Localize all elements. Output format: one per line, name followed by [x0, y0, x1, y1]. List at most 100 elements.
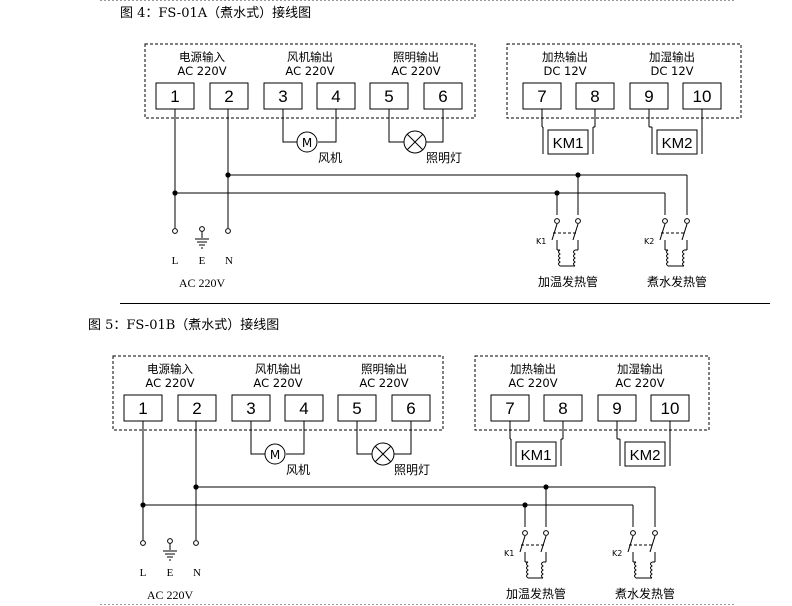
terminal-number: 2 [192, 399, 201, 418]
terminal-number: 7 [505, 399, 514, 418]
terminal-box [597, 394, 637, 422]
relay-label: KM2 [662, 135, 693, 152]
group-spec: AC 220V [145, 376, 194, 390]
contact-label: K2 [612, 549, 622, 558]
terminal-number: 4 [299, 399, 308, 418]
terminal-number: 10 [693, 87, 712, 106]
terminal-number: 3 [246, 399, 255, 418]
terminal-open-circle [543, 530, 549, 536]
motor-letter: M [270, 448, 280, 462]
switch-blade [572, 223, 579, 241]
group-name: 风机输出 [255, 362, 301, 376]
terminal-number: 4 [331, 87, 340, 106]
relay-group-enclosure [474, 355, 710, 431]
terminal-box [369, 82, 409, 110]
terminal-number: 8 [590, 87, 599, 106]
terminal-open-circle [652, 530, 658, 536]
contact-label: K1 [536, 237, 546, 246]
fan-wire [282, 109, 297, 143]
terminal-number: 3 [278, 87, 287, 106]
group-name: 电源输入 [179, 50, 225, 64]
switch-blade [540, 535, 547, 553]
group-spec: DC 12V [650, 64, 693, 78]
terminal-box [543, 394, 583, 422]
relay-coil-box [624, 441, 666, 467]
terminal-number: 5 [384, 87, 393, 106]
heater-coil [666, 249, 669, 267]
switch-blade [627, 535, 634, 553]
terminal-number: 7 [537, 87, 546, 106]
heater-coil [650, 561, 653, 579]
terminal-open-circle [193, 540, 199, 546]
junction-dot [225, 172, 231, 178]
terminal-number: 8 [558, 399, 567, 418]
terminal-box [629, 82, 669, 110]
group-spec: DC 12V [543, 64, 586, 78]
power-terminal-label: L [140, 567, 147, 579]
group-name: 风机输出 [287, 50, 333, 64]
fan-label: 风机 [286, 463, 310, 477]
heater2-label: 煮水发热管 [615, 586, 675, 601]
terminal-box [316, 82, 356, 110]
contact-label: K1 [504, 549, 514, 558]
power-spec: AC 220V [179, 276, 226, 290]
power-terminal-label: E [199, 255, 206, 267]
terminal-box [391, 394, 431, 422]
terminal-number: 1 [170, 87, 179, 106]
terminal-open-circle [554, 218, 560, 224]
group-spec: AC 220V [253, 376, 302, 390]
junction-dot [172, 190, 178, 196]
power-terminal-label: L [172, 255, 179, 267]
terminal-open-circle [522, 530, 528, 536]
switch-blade [519, 535, 526, 553]
terminal-box [490, 394, 530, 422]
group-name: 加热输出 [542, 50, 588, 64]
group-name: 加热输出 [510, 362, 556, 376]
diagram-title: 图 5：FS-01B（煮水式）接线图 [88, 317, 279, 333]
group-spec: AC 220V [615, 376, 664, 390]
fan-wire [286, 421, 305, 455]
terminal-number: 5 [352, 399, 361, 418]
lamp-wire [426, 109, 444, 143]
lamp-wire [356, 421, 372, 455]
group-spec: AC 220V [359, 376, 408, 390]
group-name: 电源输入 [147, 362, 193, 376]
power-terminal-label: N [193, 567, 201, 579]
terminal-open-circle [140, 540, 146, 546]
motor-letter: M [302, 136, 312, 150]
switch-blade [659, 223, 666, 241]
terminal-open-circle [172, 228, 178, 234]
lamp-wire [388, 109, 404, 143]
terminal-number: 10 [661, 399, 680, 418]
heater-coil [541, 561, 544, 579]
group-name: 照明输出 [361, 362, 407, 376]
group-spec: AC 220V [285, 64, 334, 78]
junction-dot [193, 484, 199, 490]
terminal-number: 9 [644, 87, 653, 106]
terminal-box [575, 82, 615, 110]
switch-blade [551, 223, 558, 241]
power-terminal-label: N [225, 255, 233, 267]
relay-coil-box [515, 441, 557, 467]
contact-label: K2 [644, 237, 654, 246]
fan-wire [250, 421, 265, 455]
junction-dot [140, 502, 146, 508]
terminal-box [209, 82, 249, 110]
heater-coil [682, 249, 685, 267]
heater2-label: 煮水发热管 [647, 274, 707, 289]
lamp-wire [394, 421, 412, 455]
terminal-box [263, 82, 303, 110]
terminal-open-circle [630, 530, 636, 536]
motor-symbol [296, 131, 318, 153]
heater-coil [526, 561, 529, 579]
relay-label: KM2 [630, 447, 661, 464]
heater1-label: 加温发热管 [538, 274, 598, 289]
fan-wire [318, 109, 337, 143]
terminal-number: 1 [138, 399, 147, 418]
terminal-box [423, 82, 463, 110]
power-terminal-label: E [167, 567, 174, 579]
terminal-number: 2 [224, 87, 233, 106]
group-spec: AC 220V [391, 64, 440, 78]
